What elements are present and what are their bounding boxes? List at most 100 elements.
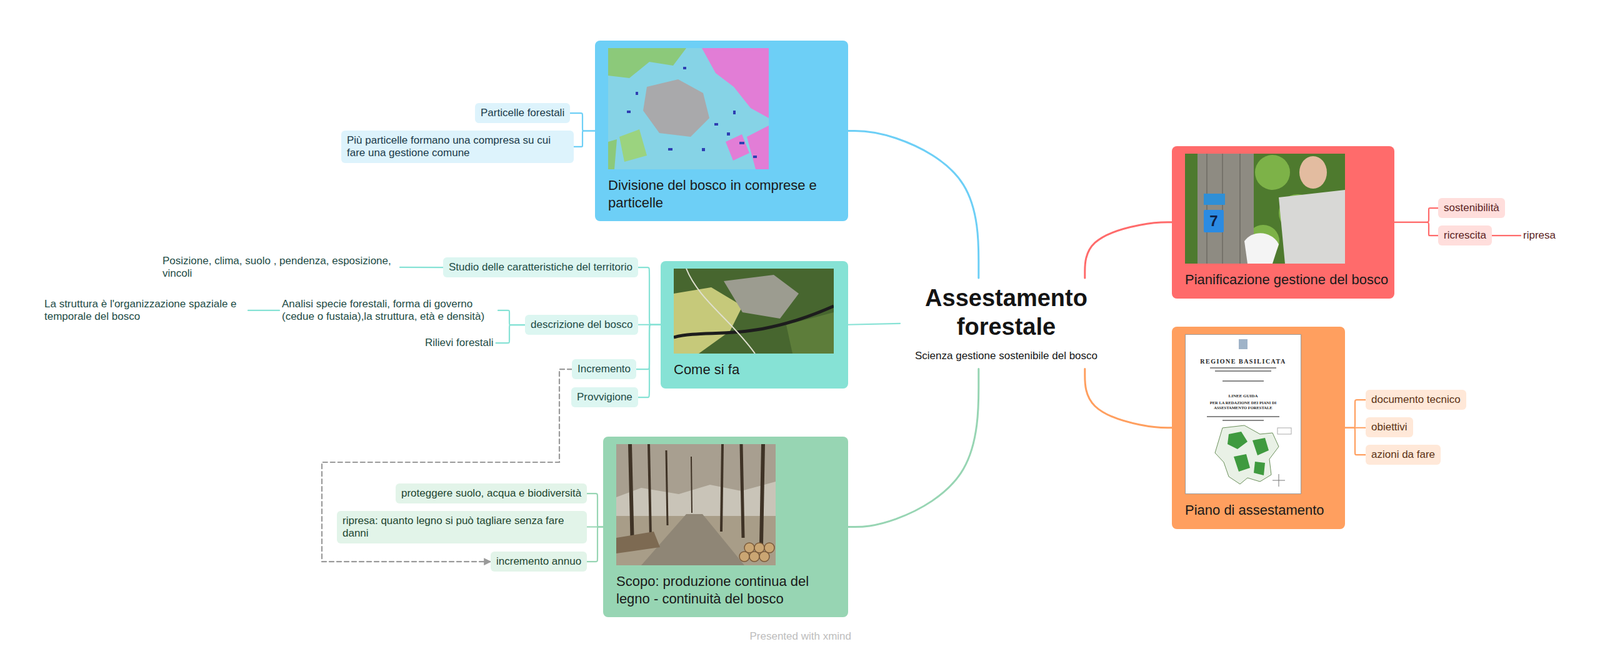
subtopic-pill: ricrescita <box>1438 225 1492 246</box>
branch-line <box>638 325 661 398</box>
person-shirt <box>1278 190 1345 264</box>
subtopic-pill: proteggere suolo, acqua e biodiversità <box>395 483 587 504</box>
map-pink-area <box>746 125 769 170</box>
subtopic-label: Incremento <box>577 363 631 376</box>
subtopic-label: descrizione del bosco <box>530 318 633 332</box>
branch-line <box>848 369 979 528</box>
map-pink-area <box>701 48 769 119</box>
subtopic-pill: Più particelle formano una compresa su c… <box>341 130 574 164</box>
subtopic-label: sostenibilità <box>1443 201 1500 215</box>
document-text-line <box>1215 370 1272 372</box>
log-end <box>754 543 765 554</box>
main-topic-box: Pianificazione gestione del bosco 7 <box>1171 146 1395 299</box>
map-dot <box>668 148 673 151</box>
topic-title: Assestamento forestale <box>906 284 1107 342</box>
forest-patch <box>1233 454 1250 472</box>
subtopic-label: Posizione, clima, suolo , pendenza, espo… <box>162 255 398 281</box>
subtopic-label: ricrescita <box>1443 229 1487 242</box>
document-page <box>1185 335 1302 495</box>
subtopic-label: documento tecnico <box>1371 393 1461 407</box>
subtopic-label: ripresa <box>1523 229 1556 242</box>
subtopic-label: incremento annuo <box>496 555 582 569</box>
forest-patch <box>1253 461 1265 476</box>
subtopic-pill: documento tecnico <box>1365 390 1467 410</box>
subtopic-label: Rilievi forestali <box>425 336 494 350</box>
subtopic-pill: Incremento <box>571 359 637 380</box>
topic-title: Pianificazione gestione del bosco <box>1185 271 1390 289</box>
aerial-field <box>673 287 743 354</box>
topic-title: Come si fa <box>673 361 844 379</box>
map-dot <box>753 155 757 159</box>
aerial-town <box>723 275 799 319</box>
aerial-forest <box>786 312 834 354</box>
map-urban-area <box>643 79 710 137</box>
document-text-line <box>1206 416 1280 418</box>
map-dot <box>739 141 745 145</box>
branch-line <box>848 323 900 325</box>
log-pile <box>616 531 660 554</box>
branch-line <box>636 325 661 370</box>
tree-trunk <box>761 444 764 545</box>
tag-number: 7 <box>1203 210 1224 233</box>
map-dot <box>733 110 736 115</box>
topic-title: Scopo: produzione continua del legno - c… <box>616 573 844 608</box>
log-end <box>744 543 755 554</box>
log-stack <box>739 543 775 562</box>
topic-title: Divisione del bosco in comprese e partic… <box>608 176 844 212</box>
main-topic-box: Come si fa <box>660 261 849 389</box>
map-dot <box>635 91 639 95</box>
branch-line <box>586 493 604 527</box>
log-end <box>764 543 775 554</box>
document-text-line <box>1222 380 1264 382</box>
forest-road-photo <box>616 444 776 566</box>
subtopic-pill: obiettivi <box>1365 417 1414 438</box>
main-topic-box: Scopo: produzione continua del legno - c… <box>603 436 849 618</box>
paint-mark <box>1203 193 1225 205</box>
document-text-line <box>1210 367 1277 369</box>
branch-line <box>1345 400 1366 429</box>
map-dot <box>683 66 687 70</box>
branch-line <box>400 266 444 269</box>
watermark: Presented with xmind <box>750 630 852 644</box>
map-dot <box>701 148 705 152</box>
subtopic-pill: sostenibilità <box>1438 198 1505 219</box>
map-water-dots <box>626 66 757 159</box>
subtopic-label: azioni da fare <box>1371 448 1435 462</box>
subtopic-label: ripresa: quanto legno si può tagliare se… <box>342 515 582 541</box>
compass-mark <box>1272 474 1285 487</box>
map-dot <box>626 110 631 114</box>
branch-line <box>573 131 595 147</box>
central-topic: Assestamento forestaleScienza gestione s… <box>900 278 1113 370</box>
main-topic-box: Piano di assestamentoREGIONE BASILICATAL… <box>1171 326 1345 530</box>
aerial-photo <box>673 268 834 354</box>
tree-trunk <box>630 444 633 551</box>
photo-ground <box>616 444 776 566</box>
tree-trunk <box>721 444 723 532</box>
subtopic-pill: descrizione del bosco <box>525 315 639 335</box>
branch-line <box>1394 222 1439 236</box>
topic-title: Piano di assestamento <box>1185 501 1340 520</box>
branch-line <box>848 131 979 279</box>
branch-line <box>498 310 525 325</box>
subtopic-pill: incremento annuo <box>490 551 587 572</box>
subtopic-label: Studio delle caratteristiche del territo… <box>448 261 633 274</box>
subtopic-label: Particelle forestali <box>480 106 565 120</box>
tree-trunk <box>741 444 744 539</box>
document-subtitle: PER LA REDAZIONE DEI PIANI DI ASSESTAMEN… <box>1195 400 1291 412</box>
aerial-river <box>686 268 755 354</box>
branch-line <box>496 325 525 344</box>
map-green-area <box>608 48 687 79</box>
forest-patch <box>1252 438 1269 456</box>
branch-line <box>248 310 280 312</box>
branch-line <box>1085 222 1172 279</box>
subtopic-text: La struttura è l'organizzazione spaziale… <box>41 295 249 327</box>
document-heading: REGIONE BASILICATA <box>1185 358 1302 365</box>
aerial-road <box>673 306 834 338</box>
subtopic-pill: Provvigione <box>571 387 639 408</box>
tree-trunk <box>691 456 692 514</box>
branch-line <box>1345 428 1366 455</box>
land-use-map <box>608 48 769 170</box>
map-dot <box>714 123 719 126</box>
subtopic-label: proteggere suolo, acqua e biodiversità <box>401 487 582 500</box>
